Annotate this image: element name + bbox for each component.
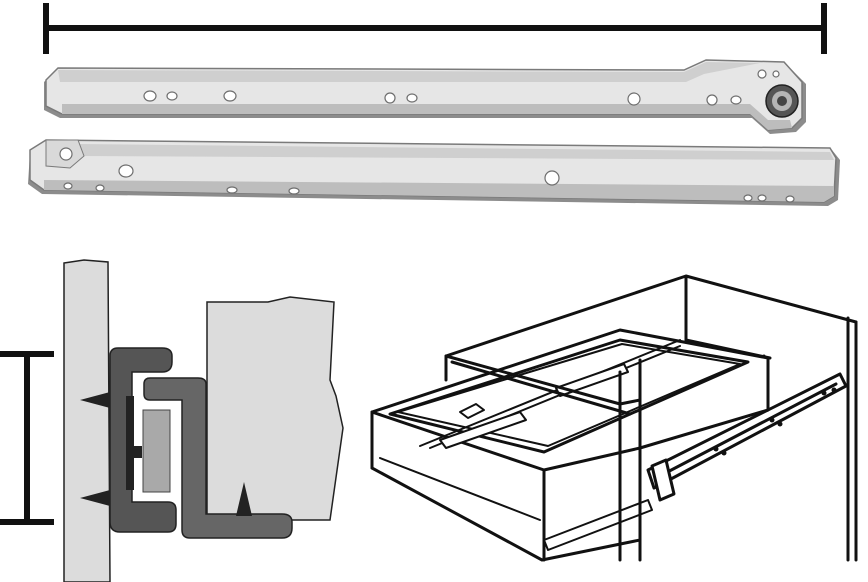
cabinet-side-panel bbox=[63, 259, 111, 582]
drawer-cabinet-drawing bbox=[370, 274, 858, 562]
drawer-side-panel bbox=[206, 296, 344, 521]
length-dimension-bar bbox=[43, 3, 827, 54]
height-dimension-bar bbox=[0, 351, 54, 525]
slide-insert bbox=[142, 409, 171, 493]
drawer-rail bbox=[28, 139, 840, 206]
drawer-mount-profile bbox=[126, 377, 293, 539]
cabinet-rail bbox=[44, 59, 806, 134]
roller-wheel bbox=[765, 84, 799, 118]
